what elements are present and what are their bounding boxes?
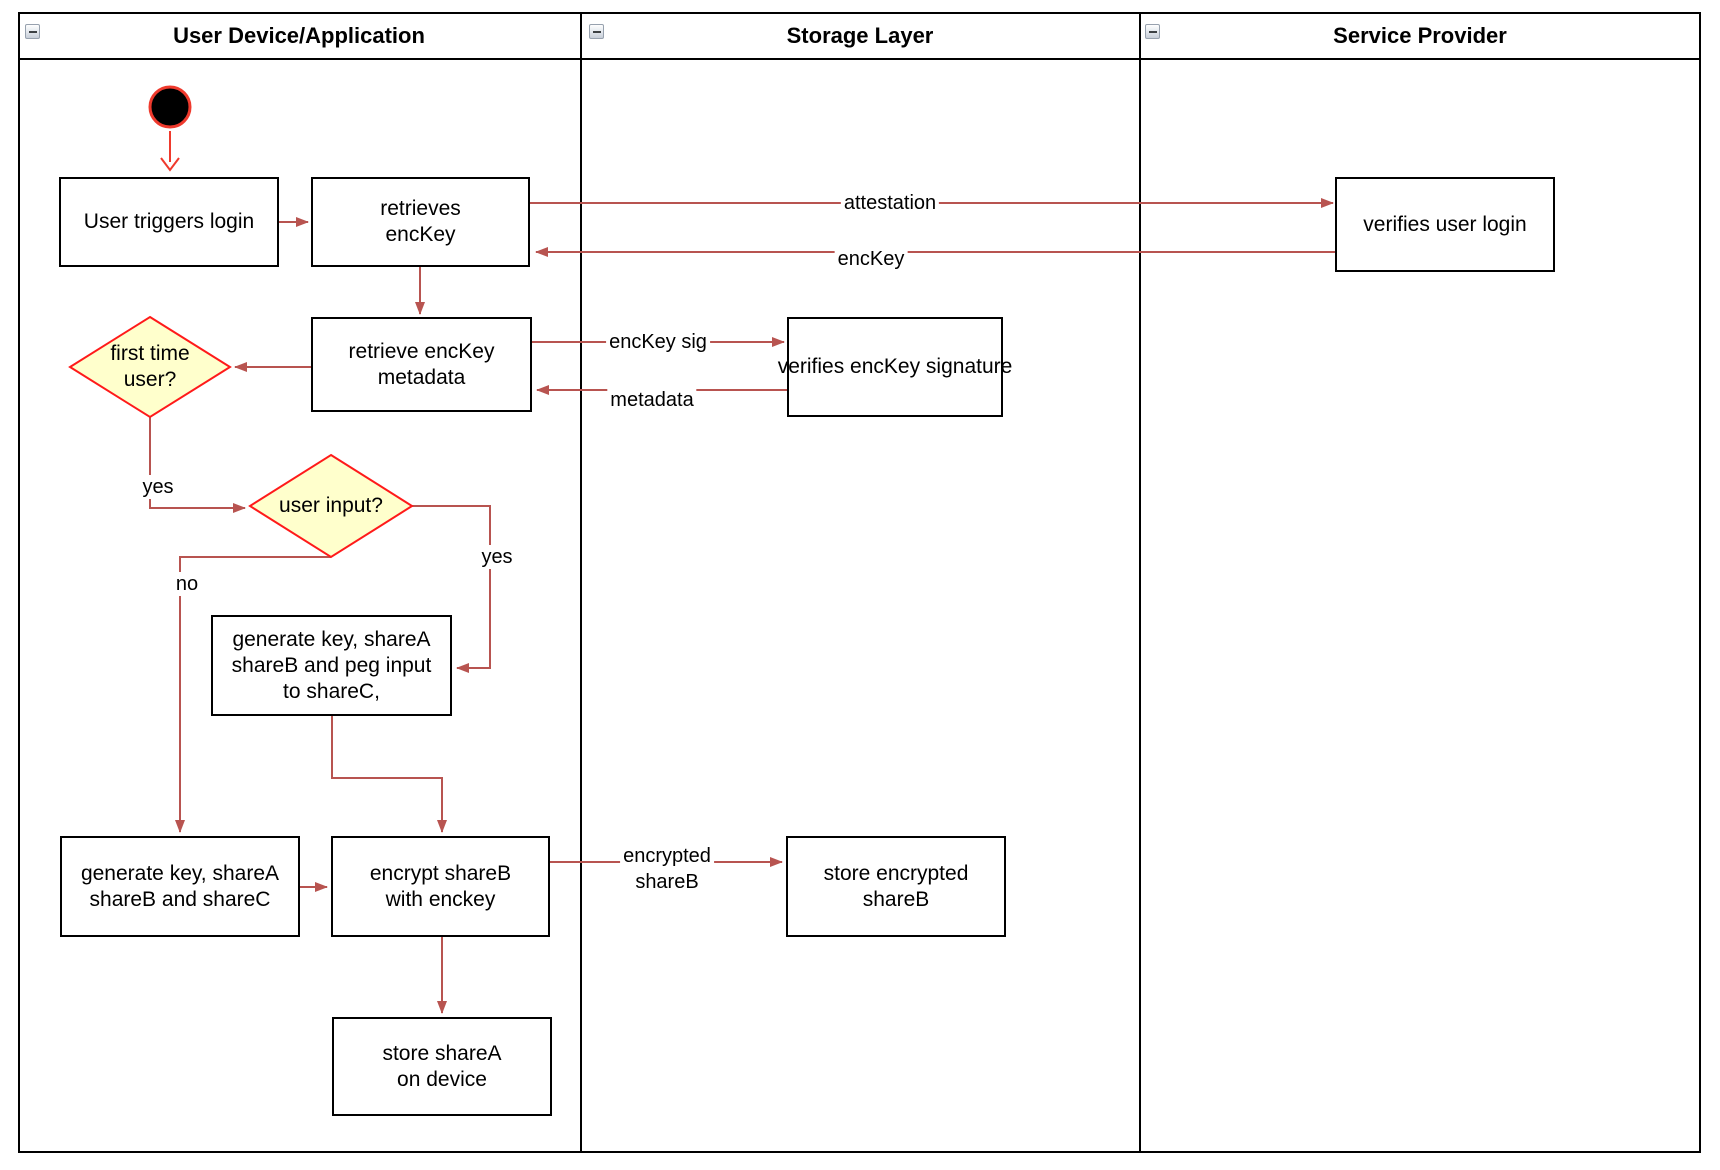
edge-label-encrypted-shareb: encrypted shareB	[620, 843, 714, 895]
decision-first-time-user-shape	[68, 315, 232, 419]
decision-user-input-shape	[248, 453, 414, 559]
edge-label-enckey-sig: encKey sig	[606, 330, 710, 354]
edge-label-metadata: metadata	[607, 388, 697, 412]
lane-divider	[1139, 12, 1141, 1153]
node-retrieves-enckey[interactable]: retrieves encKey	[311, 177, 530, 267]
decision-first-time-user[interactable]: first time user?	[110, 342, 190, 391]
node-generate-key-shares[interactable]: generate key, shareA shareB and shareC	[60, 836, 300, 937]
edge-user-input-no	[175, 556, 331, 833]
start-arrowhead-icon	[160, 157, 180, 172]
decision-user-input[interactable]: user input?	[279, 494, 383, 517]
edge-label-user-input-no: no	[172, 572, 202, 596]
edge-label-attestation: attestation	[840, 191, 940, 215]
collapse-lane-icon[interactable]	[1145, 24, 1160, 39]
lane-header-user-device: User Device/Application	[173, 23, 425, 48]
edge-first-time-yes	[149, 417, 246, 513]
node-retrieve-enckey-metadata[interactable]: retrieve encKey metadata	[311, 317, 532, 412]
collapse-lane-icon[interactable]	[25, 24, 40, 39]
node-generate-key-peg-input[interactable]: generate key, shareA shareB and peg inpu…	[211, 615, 452, 716]
lane-header-separator	[18, 58, 1701, 60]
node-store-encrypted-shareb[interactable]: store encrypted shareB	[786, 836, 1006, 937]
node-verifies-enckey-signature[interactable]: verifies encKey signature	[778, 317, 1012, 417]
edge-label-first-time-yes: yes	[139, 475, 177, 499]
lane-header-storage-layer: Storage Layer	[786, 23, 934, 48]
node-verifies-user-login[interactable]: verifies user login	[1335, 177, 1555, 272]
lane-header-service-provider: Service Provider	[1333, 23, 1507, 48]
node-encrypt-shareb[interactable]: encrypt shareB with enckey	[331, 836, 550, 937]
edge-peg-to-encrypt	[331, 716, 447, 833]
edge-label-enckey: encKey	[834, 247, 908, 271]
node-user-triggers-login[interactable]: User triggers login	[59, 177, 279, 267]
lane-divider	[580, 12, 582, 1153]
edge-user-input-yes	[412, 505, 491, 673]
start-node[interactable]	[148, 85, 192, 129]
collapse-lane-icon[interactable]	[589, 24, 604, 39]
node-store-sharea-on-device[interactable]: store shareA on device	[332, 1017, 552, 1116]
edge-label-user-input-yes: yes	[478, 545, 516, 569]
